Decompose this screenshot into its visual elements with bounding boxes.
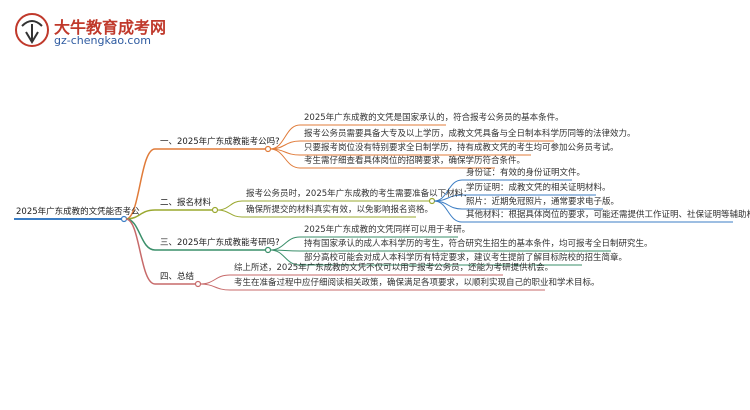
branch-2-subitem: 学历证明：成教文凭的相关证明材料。 (466, 183, 611, 193)
site-logo[interactable]: 大牛教育成考网 gz-chengkao.com (14, 12, 174, 52)
branch-1-item: 报考公务员需要具备大专及以上学历，成教文凭具备与全日制本科学历同等的法律效力。 (304, 129, 636, 139)
branch-3-item: 2025年广东成教的文凭同样可以用于考研。 (304, 225, 471, 235)
branch-1-item: 考生需仔细查看具体岗位的招聘要求，确保学历符合条件。 (304, 156, 526, 166)
ox-logo-icon (15, 13, 49, 47)
branch-3-item: 部分高校可能会对成人本科学历有特定要求，建议考生提前了解目标院校的招生简章。 (304, 253, 628, 263)
branch-4-label: 四、总结 (160, 272, 195, 282)
branch-1-item: 只要报考岗位没有特别要求全日制学历，持有成教文凭的考生均可参加公务员考试。 (304, 143, 619, 153)
branch-2-item: 报考公务员时，2025年广东成教的考生需要准备以下材料： (246, 189, 472, 199)
branch-4-item: 考生在准备过程中应仔细阅读相关政策，确保满足各项要求，以顺利实现自己的职业和学术… (234, 278, 600, 288)
branch-4-item: 综上所述，2025年广东成教的文凭不仅可以用于报考公务员，还能为考研提供机会。 (234, 263, 554, 273)
site-url: gz-chengkao.com (54, 34, 151, 47)
branch-3-label: 三、2025年广东成教能考研吗? (160, 238, 280, 248)
branch-1-label: 一、2025年广东成教能考公吗? (160, 137, 280, 147)
branch-2-subitem: 身份证：有效的身份证明文件。 (466, 168, 586, 178)
root-topic: 2025年广东成教的文凭能否考公 (16, 207, 140, 217)
branch-3-item: 持有国家承认的成人本科学历的考生，符合研究生招生的基本条件，均可报考全日制研究生… (304, 239, 653, 249)
branch-2-subitem: 其他材料：根据具体岗位的要求，可能还需提供工作证明、社保证明等辅助材料。 (466, 210, 750, 220)
branch-2-label: 二、报名材料 (160, 198, 212, 208)
site-name: 大牛教育成考网 (54, 18, 167, 37)
branch-2-subitem: 照片：近期免冠照片，通常要求电子版。 (466, 197, 620, 207)
branch-2-item: 确保所提交的材料真实有效，以免影响报名资格。 (246, 205, 434, 215)
branch-1-item: 2025年广东成教的文凭是国家承认的，符合报考公务员的基本条件。 (304, 113, 564, 123)
